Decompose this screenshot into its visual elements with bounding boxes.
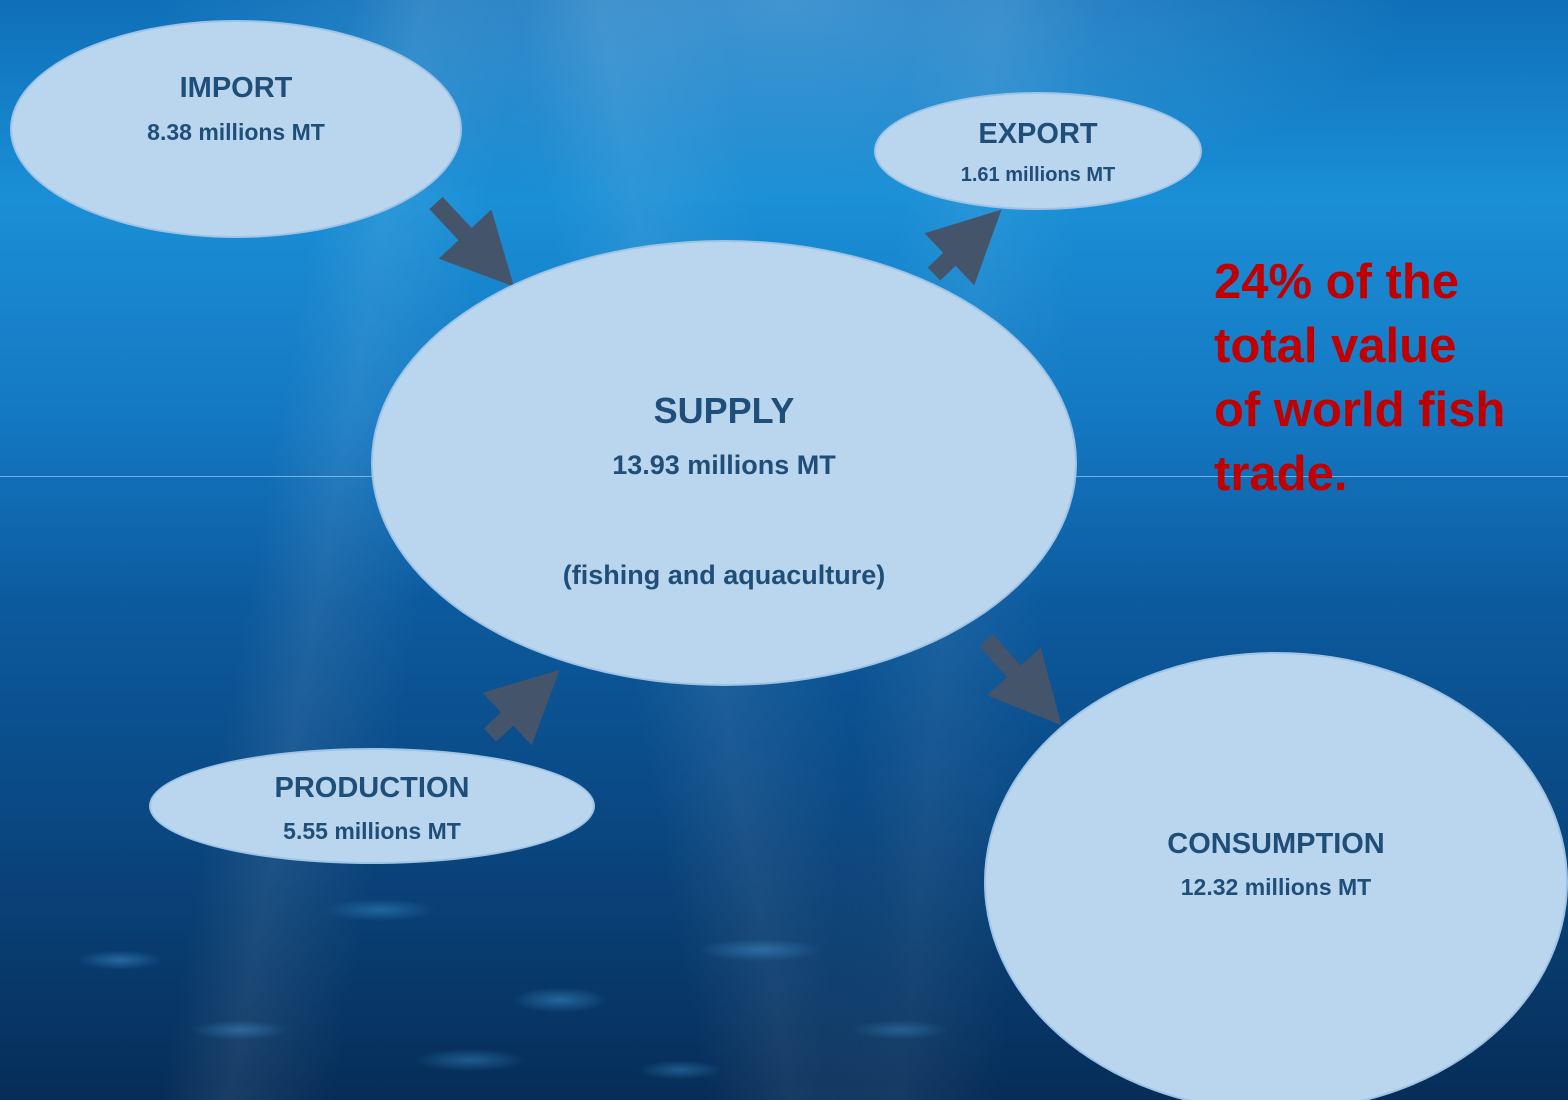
callout-line: 24% of the — [1214, 255, 1460, 309]
production-title: PRODUCTION — [274, 772, 470, 804]
callout-line: total value — [1214, 319, 1457, 373]
arrow-supply-to-consumption — [979, 634, 1062, 726]
supply-node: SUPPLY 13.93 millions MT (fishing and aq… — [371, 240, 1077, 686]
supply-title: SUPPLY — [653, 390, 795, 431]
production-value: 5.55 millions MT — [283, 818, 461, 844]
export-node: EXPORT 1.61 millions MT — [874, 92, 1202, 210]
export-value: 1.61 millions MT — [960, 164, 1116, 186]
consumption-value: 12.32 millions MT — [1180, 874, 1372, 900]
callout-line: of world fish — [1214, 383, 1506, 437]
supply-note: (fishing and aquaculture) — [562, 560, 886, 590]
import-node: IMPORT 8.38 millions MT — [10, 20, 462, 238]
import-value: 8.38 millions MT — [147, 119, 325, 145]
arrow-supply-to-export — [924, 209, 1002, 286]
arrow-production-to-supply — [482, 669, 560, 746]
arrow-import-to-supply — [429, 196, 515, 287]
callout-line: trade. — [1214, 447, 1348, 501]
trade-share-callout: 24% of the total value of world fish tra… — [1214, 250, 1564, 506]
export-title: EXPORT — [978, 118, 1098, 150]
import-title: IMPORT — [179, 72, 293, 104]
production-node: PRODUCTION 5.55 millions MT — [149, 748, 595, 864]
consumption-node: CONSUMPTION 12.32 millions MT — [984, 652, 1568, 1100]
consumption-title: CONSUMPTION — [1167, 828, 1385, 860]
supply-value: 13.93 millions MT — [612, 450, 836, 480]
